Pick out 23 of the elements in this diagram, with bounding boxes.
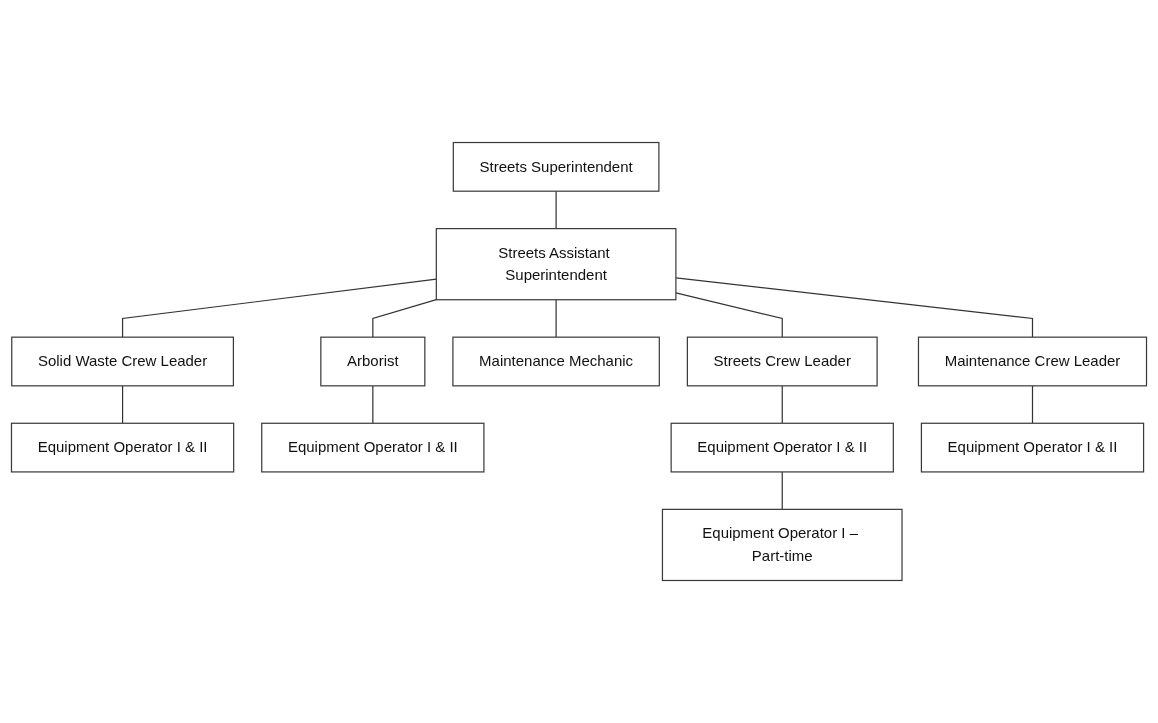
connector	[781, 471, 783, 510]
node-box: Equipment Operator I – Part-time	[661, 508, 903, 582]
node-box: Solid Waste Crew Leader	[11, 336, 234, 387]
connector	[675, 277, 1034, 338]
connector	[675, 292, 783, 338]
node-box: Arborist	[320, 336, 426, 387]
node-box: Equipment Operator I & II	[10, 422, 235, 473]
connector	[555, 299, 557, 338]
connector	[1031, 385, 1034, 424]
connector	[121, 385, 124, 424]
node-box: Equipment Operator I & II	[920, 422, 1145, 473]
node-box: Equipment Operator I & II	[670, 422, 894, 473]
connector	[555, 190, 557, 230]
node-box: Streets Superintendent	[452, 141, 660, 192]
node-box: Streets Crew Leader	[686, 336, 878, 387]
node-box: Maintenance Crew Leader	[917, 336, 1148, 387]
connector	[372, 299, 437, 338]
node-box: Maintenance Mechanic	[452, 336, 660, 387]
connector	[372, 385, 374, 424]
node-box: Equipment Operator I & II	[261, 422, 485, 473]
connector	[121, 278, 437, 338]
connector	[781, 385, 783, 424]
node-box: Streets Assistant Superintendent	[435, 228, 677, 301]
